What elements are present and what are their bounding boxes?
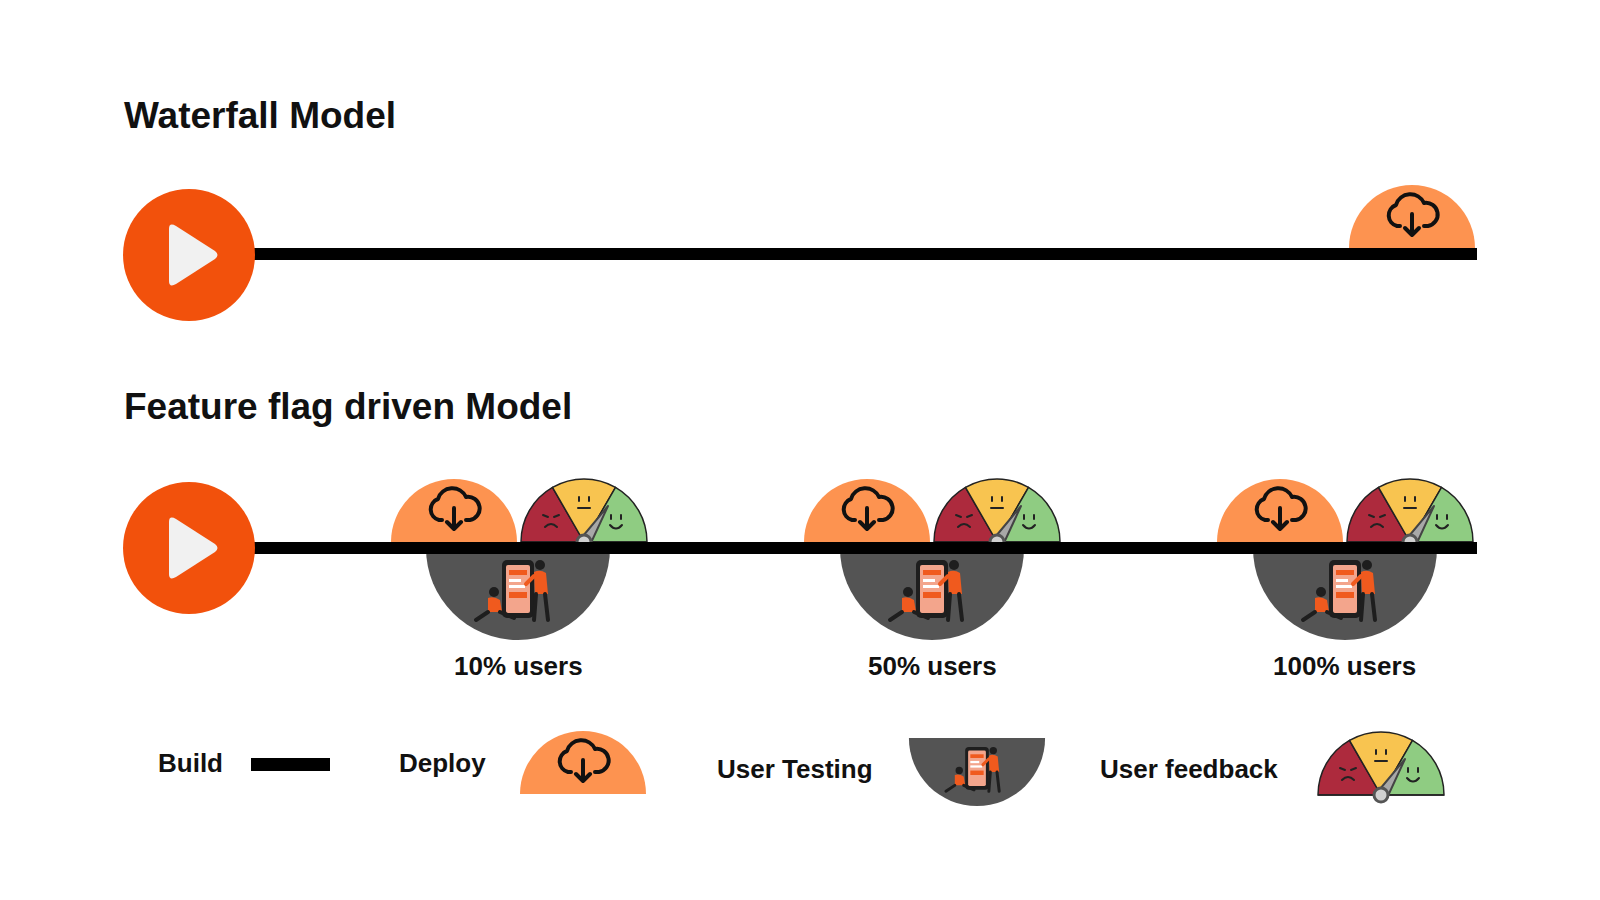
rollout-label: 50% users <box>868 651 997 682</box>
legend-build-sample <box>251 758 330 771</box>
start-button <box>123 189 255 321</box>
feedback-gauge <box>934 479 1060 549</box>
feedback-gauge <box>1347 479 1473 549</box>
section-heading: Waterfall Model <box>124 94 396 138</box>
legend-text: Build <box>158 748 223 779</box>
user-testing-icon <box>1253 548 1437 640</box>
section-heading: Feature flag driven Model <box>124 385 572 429</box>
deploy-icon <box>804 479 930 542</box>
user-testing-icon <box>840 548 1024 640</box>
deploy-icon <box>391 479 517 542</box>
deploy-icon <box>1349 185 1475 248</box>
user-testing-icon <box>426 548 610 640</box>
legend-text: User Testing <box>717 754 873 785</box>
deploy-icon <box>1217 479 1343 542</box>
legend-text: User feedback <box>1100 754 1278 785</box>
legend-testing-sample <box>909 738 1045 806</box>
build-line <box>189 248 1477 260</box>
rollout-label: 100% users <box>1273 651 1416 682</box>
build-line <box>189 542 1477 554</box>
legend-deploy-sample <box>520 731 646 794</box>
rollout-label: 10% users <box>454 651 583 682</box>
legend-text: Deploy <box>399 748 486 779</box>
start-button <box>123 482 255 614</box>
legend-feedback-sample <box>1318 732 1444 802</box>
feedback-gauge <box>521 479 647 549</box>
